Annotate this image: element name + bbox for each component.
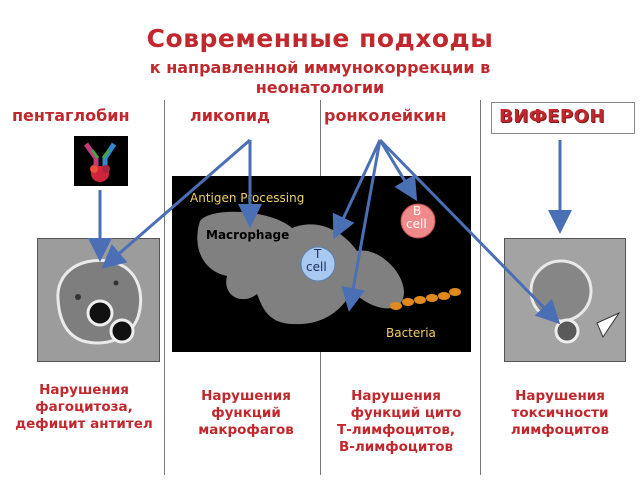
- arrow-roncoleukin-bcell: [378, 139, 418, 202]
- t-cell-label-line1: T: [314, 247, 322, 261]
- antibody-icon: [74, 136, 128, 186]
- note-line: Нарушения: [351, 388, 441, 404]
- note-line: Т-лимфоцитов,: [336, 422, 456, 438]
- arrow-roncoleukin-tcell: [332, 139, 382, 240]
- t-cell-label-line2: cell: [306, 260, 327, 274]
- t-cell-shape: [300, 246, 336, 282]
- b-cell-shape: [400, 203, 436, 239]
- note-phagocytosis: Нарушения фагоцитоза, дефицит антител: [0, 382, 168, 433]
- note-line: В-лимфоцитов: [338, 439, 454, 455]
- panel-heading: Antigen Processing: [190, 191, 305, 205]
- drug-label-pentaglobin: пентаглобин: [12, 106, 130, 125]
- column-divider: [480, 100, 481, 475]
- note-line: Нарушения: [39, 382, 129, 398]
- note-line: лимфоцитов: [510, 422, 610, 438]
- arrow-roncoleukin-lymphocyte: [378, 138, 561, 325]
- note-line: токсичности: [511, 405, 609, 421]
- lymphocyte-photo: [504, 238, 626, 362]
- drug-label-viferon: ВИФЕРОН: [499, 106, 605, 127]
- macrophage-shape: [197, 211, 404, 325]
- page-subtitle: к направленной иммунокоррекции в неонато…: [149, 58, 491, 97]
- bacteria-chain: [390, 288, 461, 310]
- note-line: Нарушения: [201, 388, 291, 404]
- column-divider: [164, 100, 165, 475]
- note-line: макрофагов: [198, 422, 294, 438]
- arrow-roncoleukin-lower: [341, 139, 382, 312]
- phagocyte-photo: [37, 238, 160, 362]
- note-cytotoxicity: Нарушения токсичности лимфоцитов: [482, 388, 638, 439]
- drug-label-likopid: ликопид: [190, 106, 270, 125]
- drug-label-roncoleukin: ронколейкин: [324, 106, 447, 125]
- viferon-box: [491, 102, 635, 134]
- macrophage-label: Macrophage: [206, 228, 290, 242]
- b-cell-label-line2: cell: [406, 217, 427, 231]
- note-line: дефицит антител: [15, 416, 153, 432]
- page-title: Современные подходы: [146, 24, 494, 53]
- note-macrophages: Нарушения функций макрофагов: [176, 388, 316, 439]
- note-line: функций: [211, 405, 281, 421]
- note-line: Нарушения: [515, 388, 605, 404]
- b-cell-label-line1: B: [413, 204, 422, 218]
- bacteria-label: Bacteria: [386, 326, 436, 340]
- note-line: функций цито: [350, 405, 462, 421]
- note-lymphocytes: Нарушения функций цито Т-лимфоцитов, В-л…: [310, 388, 482, 456]
- panel-graphics: [197, 203, 461, 325]
- arrow-likopid-cell: [101, 138, 251, 269]
- antigen-processing-panel: Antigen Processing Macrophage B cell T c…: [172, 176, 471, 352]
- note-line: фагоцитоза,: [35, 399, 133, 415]
